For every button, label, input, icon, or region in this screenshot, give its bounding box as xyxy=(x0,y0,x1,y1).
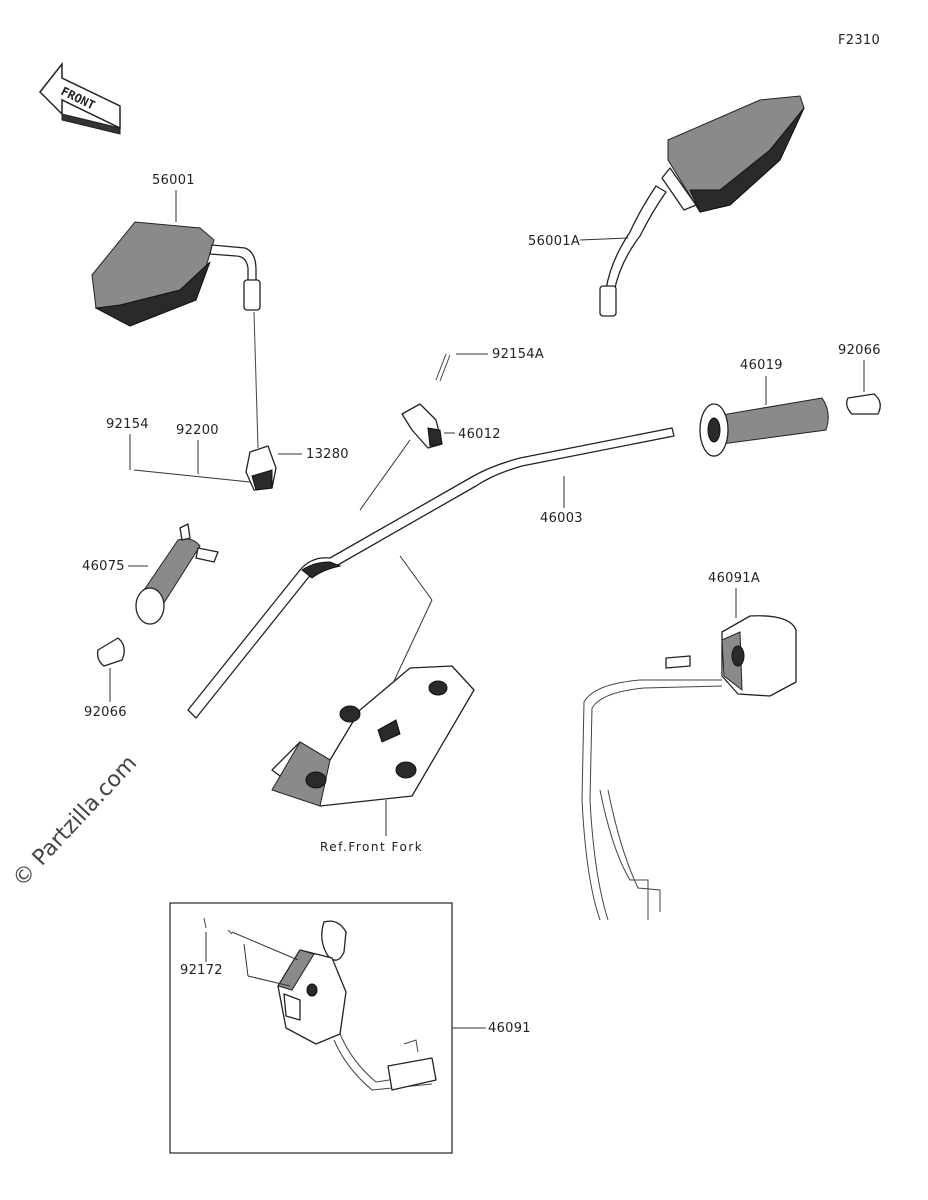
left-mirror[interactable] xyxy=(91,221,261,449)
label-46012: 46012 xyxy=(458,427,501,442)
label-92066-right: 92066 xyxy=(838,343,881,358)
label-92172: 92172 xyxy=(180,963,223,978)
holder-13280[interactable] xyxy=(245,445,277,491)
switch-right-46091a[interactable] xyxy=(581,615,797,921)
grip-46019[interactable] xyxy=(699,397,829,457)
handlebar-46003[interactable] xyxy=(187,427,675,719)
front-arrow-icon: FRONT xyxy=(38,61,121,135)
holder-46012[interactable] xyxy=(401,403,443,449)
label-ref-front-fork: Ref.Front Fork xyxy=(320,840,423,854)
label-92154: 92154 xyxy=(106,417,149,432)
label-56001: 56001 xyxy=(152,173,195,188)
watermark: © Partzilla.com xyxy=(8,751,142,892)
bolt-92154a[interactable] xyxy=(435,353,451,382)
front-fork-bracket[interactable] xyxy=(271,665,475,807)
switch-left-46091[interactable] xyxy=(277,920,437,1091)
label-56001A: 56001A xyxy=(528,234,580,249)
end-cap-right-92066[interactable] xyxy=(846,393,881,415)
label-46075: 46075 xyxy=(82,559,125,574)
label-13280: 13280 xyxy=(306,447,349,462)
label-46019: 46019 xyxy=(740,358,783,373)
label-46003: 46003 xyxy=(540,511,583,526)
label-92200: 92200 xyxy=(176,423,219,438)
label-46091A: 46091A xyxy=(708,571,760,586)
label-92066-left: 92066 xyxy=(84,705,127,720)
screw-92172[interactable] xyxy=(203,917,233,935)
end-cap-left-92066[interactable] xyxy=(96,637,125,667)
label-92154A: 92154A xyxy=(492,347,544,362)
figure-code: F2310 xyxy=(838,33,880,48)
throttle-grip-46075[interactable] xyxy=(135,523,219,625)
right-mirror[interactable] xyxy=(599,95,805,317)
label-46091: 46091 xyxy=(488,1021,531,1036)
